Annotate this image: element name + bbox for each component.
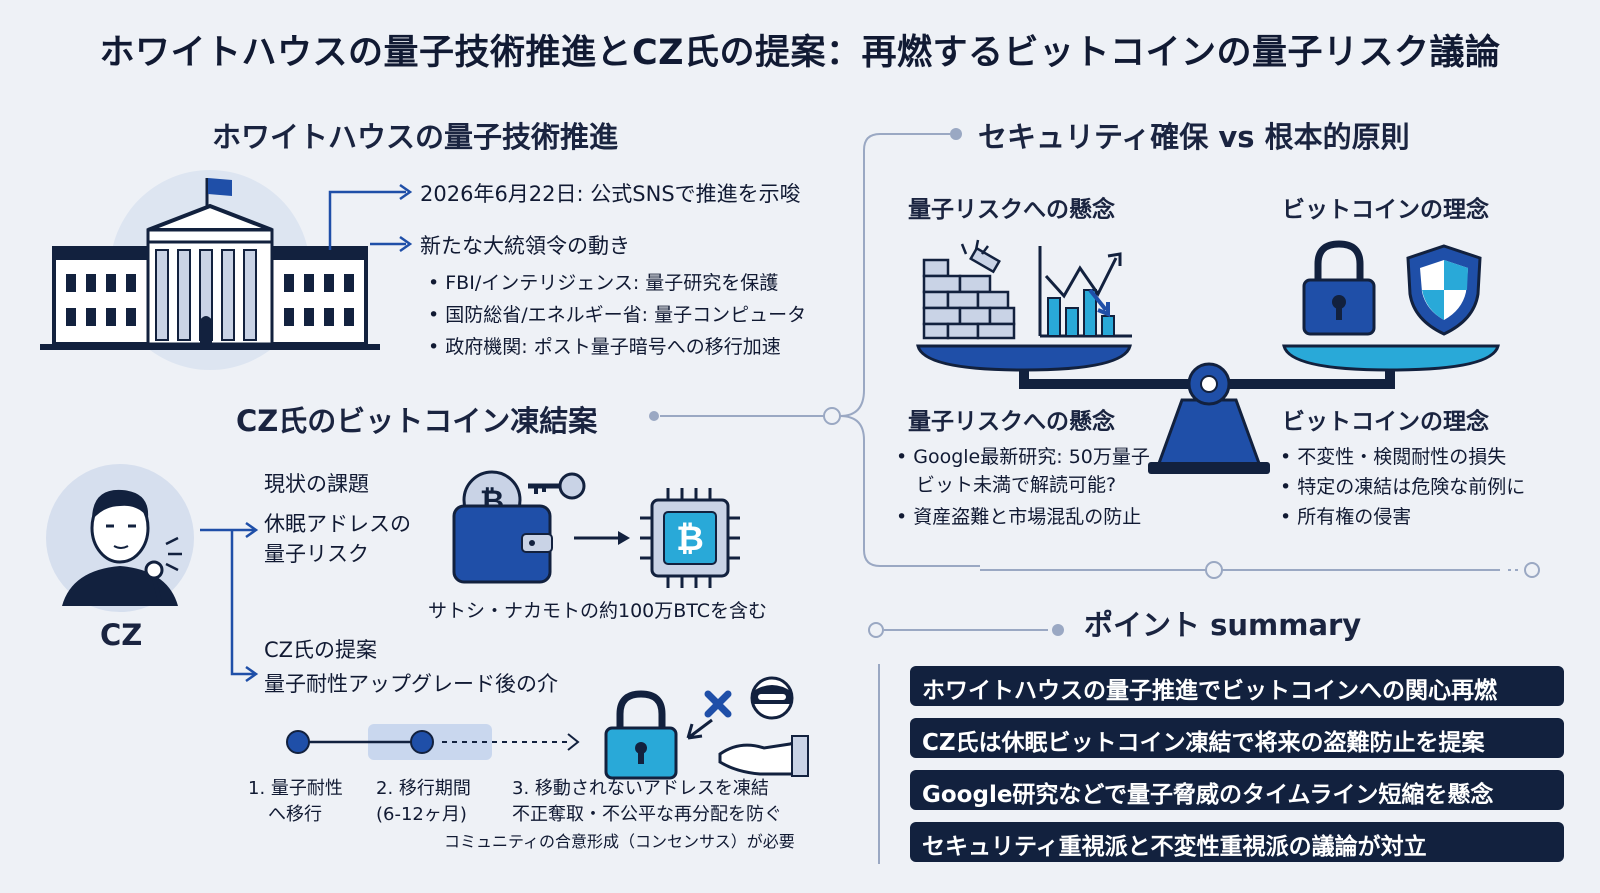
satoshi-note: サトシ・ナカモトの約100万BTCを含む xyxy=(428,600,768,622)
timeline-step1-line2: へ移行 xyxy=(268,804,322,825)
falling-chart-icon xyxy=(1038,246,1132,338)
balance-right-bullet: 特定の凍結は危険な前例に xyxy=(1280,472,1525,499)
balance-left-label-top: 量子リスクへの懸念 xyxy=(908,197,1115,223)
cz-portrait-icon xyxy=(46,464,194,612)
whitehouse-heading: ホワイトハウスの量子技術推進 xyxy=(212,120,619,154)
bitcoin-chip-icon: ₿ xyxy=(640,488,740,588)
whitehouse-connector xyxy=(328,183,413,253)
whitehouse-bullet: 政府機関: ポスト量子暗号への移行加速 xyxy=(428,332,780,359)
padlock-icon xyxy=(604,690,678,780)
balance-left-bullet: 資産盗難と市場混乱の防止 xyxy=(896,502,1141,529)
page-title: ホワイトハウスの量子技術推進とCZ氏の提案：再燃するビットコインの量子リスク議論 xyxy=(99,33,1501,73)
timeline-step2-line2: (6-12ヶ月) xyxy=(376,804,467,825)
whitehouse-bullet: FBI/インテリジェンス: 量子研究を保護 xyxy=(428,268,778,295)
cz-heading: CZ氏のビットコイン凍結案 xyxy=(236,404,598,438)
balance-right-bullet: 不変性・検閲耐性の損失 xyxy=(1280,442,1506,469)
consensus-note: コミュニティの合意形成（コンセンサス）が必要 xyxy=(444,832,795,851)
svg-text:₿: ₿ xyxy=(676,519,704,559)
cz-connector xyxy=(200,521,259,683)
summary-divider xyxy=(878,664,880,864)
broken-wall-icon xyxy=(922,239,1016,340)
cz-proposal-text: 量子耐性アップグレード後の介 xyxy=(264,672,558,696)
cz-issue-title: 現状の課題 xyxy=(264,472,369,496)
whitehouse-bullet: 国防総省/エネルギー省: 量子コンピュータ xyxy=(428,300,806,327)
cz-issue-line1: 休眠アドレスの xyxy=(264,512,411,536)
summary-item: Google研究などで量子脅威のタイムライン短縮を懸念 xyxy=(910,770,1564,810)
section-connector xyxy=(649,128,980,567)
summary-item: CZ氏は休眠ビットコイン凍結で将来の盗難防止を提案 xyxy=(910,718,1564,758)
proposal-timeline xyxy=(286,724,580,760)
thief-icon xyxy=(686,676,809,777)
timeline-step3-line1: 3. 移動されないアドレスを凍結 xyxy=(512,778,769,799)
section-divider xyxy=(980,561,1540,579)
white-house-icon xyxy=(40,170,380,370)
wallet-icon: ₿ xyxy=(452,470,586,584)
balance-left-bullet: Google最新研究: 50万量子 xyxy=(896,442,1150,469)
summary-heading: ポイント summary xyxy=(1084,608,1362,642)
summary-item: ホワイトハウスの量子推進でビットコインへの関心再燃 xyxy=(910,666,1564,706)
timeline-step2-line1: 2. 移行期間 xyxy=(376,778,471,799)
summary-item: セキュリティ重視派と不変性重視派の議論が対立 xyxy=(910,822,1564,862)
balance-heading: セキュリティ確保 vs 根本的原則 xyxy=(978,120,1410,154)
balance-left-bullet-cont: ビット未満で解読可能? xyxy=(916,474,1117,496)
timeline-step1-line1: 1. 量子耐性 xyxy=(248,778,343,799)
whitehouse-point-order: 新たな大統領令の動き xyxy=(420,234,630,258)
balance-left-title: 量子リスクへの懸念 xyxy=(908,409,1115,435)
summary-connector xyxy=(868,622,1064,638)
key-icon xyxy=(528,472,586,500)
balance-scale-icon xyxy=(916,344,1500,474)
whitehouse-point-date: 2026年6月22日: 公式SNSで推進を示唆 xyxy=(420,182,801,206)
cz-proposal-title: CZ氏の提案 xyxy=(264,638,378,662)
wallet-to-chip-arrow xyxy=(574,531,630,545)
shield-icon xyxy=(1406,244,1482,336)
balance-right-label-top: ビットコインの理念 xyxy=(1282,197,1489,223)
cz-issue-line2: 量子リスク xyxy=(264,542,369,566)
balance-right-title: ビットコインの理念 xyxy=(1282,409,1489,435)
cz-name-label: CZ xyxy=(100,618,143,652)
timeline-step3-line2: 不正奪取・不公平な再分配を防ぐ xyxy=(512,804,782,825)
balance-right-bullet: 所有権の侵害 xyxy=(1280,502,1411,529)
padlock-icon xyxy=(1302,240,1376,336)
